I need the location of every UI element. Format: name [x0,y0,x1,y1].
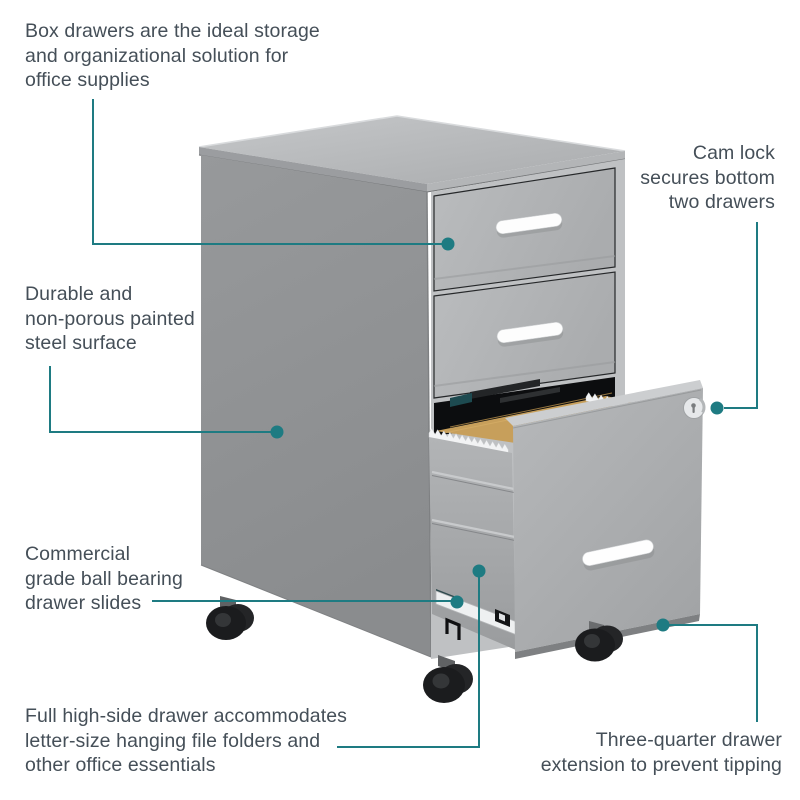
callout-text-line: Cam lock [692,142,775,164]
callout-text-line: Full high-side drawer accommodates [25,705,348,727]
callout-line-drawer-slides [152,595,464,609]
callout-line-durable [49,366,284,439]
callout-text-line: drawer slides [25,592,142,614]
callout-dot-full-drawer [472,564,486,578]
callout-text-line: secures bottom [640,166,775,189]
cam-lock [683,397,706,419]
callout-text-line: Commercial [25,543,131,565]
callout-cam-lock: Cam lock secures bottom two drawers [640,141,775,215]
callout-text-line: extension to prevent tipping [540,753,782,776]
callout-line-cam-lock [710,222,758,415]
open-drawer-front [505,380,706,659]
callout-dot-drawer-slides [450,595,464,609]
file-rail-left [428,427,509,455]
callout-text-line: steel surface [25,332,137,354]
callout-line-full-drawer [337,564,486,748]
drawer-1 [433,167,616,292]
caster-front [423,655,473,703]
drawer-2-handle [496,322,564,347]
callout-text-line: two drawers [668,191,775,213]
callout-dot-three-quarter [656,618,670,632]
callout-text-line: grade ball bearing [25,567,183,590]
callout-text-line: Box drawers are the ideal storage [25,20,320,42]
callout-text-line: letter-size hanging file folders and [25,729,321,752]
callout-full-drawer: Full high-side drawer accommodates lette… [25,704,347,778]
callout-dot-cam-lock [710,401,724,415]
drawer-1-handle [495,213,563,238]
caster-rear [206,596,254,640]
callout-text-line: non-porous painted [25,307,195,330]
callout-text-line: other office essentials [25,754,216,776]
callout-drawer-slides: Commercial grade ball bearing drawer sli… [25,542,183,616]
callout-text-line: office supplies [25,69,150,91]
cabinet-left-panel [200,155,432,658]
slide-bracket [445,617,461,640]
callout-dot-durable [270,425,284,439]
callout-durable: Durable and non-porous painted steel sur… [25,282,195,356]
callout-text-line: Durable and [25,283,133,305]
callout-line-box-drawers [92,99,455,251]
callout-line-three-quarter [656,618,758,722]
callout-three-quarter: Three-quarter drawer extension to preven… [541,728,782,777]
open-drawer-handle [582,539,655,571]
callout-text-line: and organizational solution for [25,44,289,67]
drawer-2 [433,271,616,399]
callout-text-line: Three-quarter drawer [595,729,782,751]
callout-box-drawers: Box drawers are the ideal storage and or… [25,19,320,93]
callout-dot-box-drawers [441,237,455,251]
caster-under-drawer [575,621,623,662]
